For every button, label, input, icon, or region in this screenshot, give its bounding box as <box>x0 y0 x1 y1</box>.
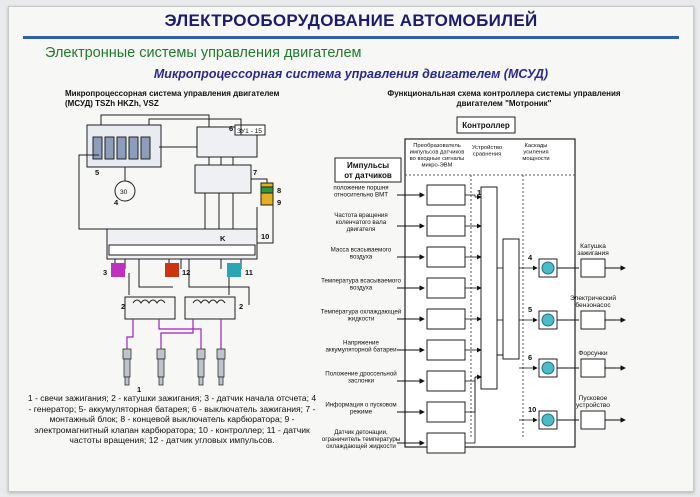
label-5: 5 <box>95 168 99 177</box>
converter-box <box>426 308 466 330</box>
label-2b: 2 <box>239 302 243 311</box>
label-6: 6 <box>229 124 233 133</box>
output-label: Форсунки <box>578 350 607 357</box>
controller-title-box <box>456 116 516 134</box>
comparator-core <box>502 238 520 360</box>
actuator-box <box>580 310 606 330</box>
reference-sensor <box>111 263 125 277</box>
transistor-icon <box>541 413 555 427</box>
output-number: 5 <box>528 305 532 314</box>
converter-box <box>426 432 466 454</box>
right-diagram-caption: Функциональная схема контроллера системы… <box>354 89 654 109</box>
converter-box <box>426 184 466 206</box>
label-3: 3 <box>103 268 107 277</box>
label-switch: ЗУ1 - 15 <box>237 128 262 135</box>
subsection-title: Микропроцессорная система управления дви… <box>153 67 549 81</box>
comparator-bus <box>480 186 498 390</box>
converter-box <box>426 215 466 237</box>
label-10: 10 <box>261 232 269 241</box>
controller-title: Контроллер <box>462 121 510 130</box>
label-7: 7 <box>253 168 257 177</box>
output-number: 4 <box>528 253 533 262</box>
actuator-box <box>580 410 606 430</box>
impulses-box <box>334 157 402 183</box>
converter-box <box>426 339 466 361</box>
legend: 1 - свечи зажигания; 2 - катушки зажиган… <box>27 393 317 446</box>
transistor-icon <box>541 313 555 327</box>
sensor-label: Датчик детонации,ограничитель температур… <box>322 429 401 450</box>
wiring-diagram: 5 4 30 6 ЗУ1 - 15 7 8 9 K 10 3 12 11 2 2… <box>78 114 281 394</box>
label-2a: 2 <box>121 302 125 311</box>
label-12: 12 <box>182 268 190 277</box>
label-30: 30 <box>120 189 128 196</box>
left-caption-line2: (МСУД) TSZh HKZh, VSZ <box>65 99 159 108</box>
speed-sensor <box>227 263 241 277</box>
ignition-coil-left <box>124 296 176 320</box>
label-4: 4 <box>114 198 119 207</box>
output-number: 6 <box>528 353 532 362</box>
section-title: Электронные системы управления двигателе… <box>45 45 362 61</box>
output-number: 10 <box>528 405 536 414</box>
spark-plugs <box>122 348 226 386</box>
right-caption-line1: Функциональная схема контроллера системы… <box>387 89 621 98</box>
page-title: ЭЛЕКТРООБОРУДОВАНИЕ АВТОМОБИЛЕЙ <box>164 11 538 30</box>
converter-box <box>426 246 466 268</box>
converter-box <box>426 370 466 392</box>
label-11: 11 <box>245 268 253 277</box>
transistor-icon <box>541 261 555 275</box>
title-underline <box>23 36 679 39</box>
left-diagram-caption: Микропроцессорная система управления дви… <box>65 89 335 109</box>
actuator-box <box>580 258 606 278</box>
converter-box <box>426 401 466 423</box>
right-caption-line2: двигателем "Мотроник" <box>456 99 552 108</box>
label-K: K <box>220 234 226 243</box>
poster: ЭЛЕКТРООБОРУДОВАНИЕ АВТОМОБИЛЕЙ Электрон… <box>8 6 694 492</box>
label-1: 1 <box>137 385 141 394</box>
bus-number: 1 <box>477 188 481 197</box>
label-9: 9 <box>277 198 281 207</box>
converter-box <box>426 277 466 299</box>
ignition-coil-right <box>184 296 236 320</box>
left-caption-line1: Микропроцессорная система управления дви… <box>65 89 280 98</box>
transistor-icon <box>541 361 555 375</box>
angle-sensor <box>165 263 179 277</box>
label-8: 8 <box>277 186 281 195</box>
actuator-box <box>580 358 606 378</box>
